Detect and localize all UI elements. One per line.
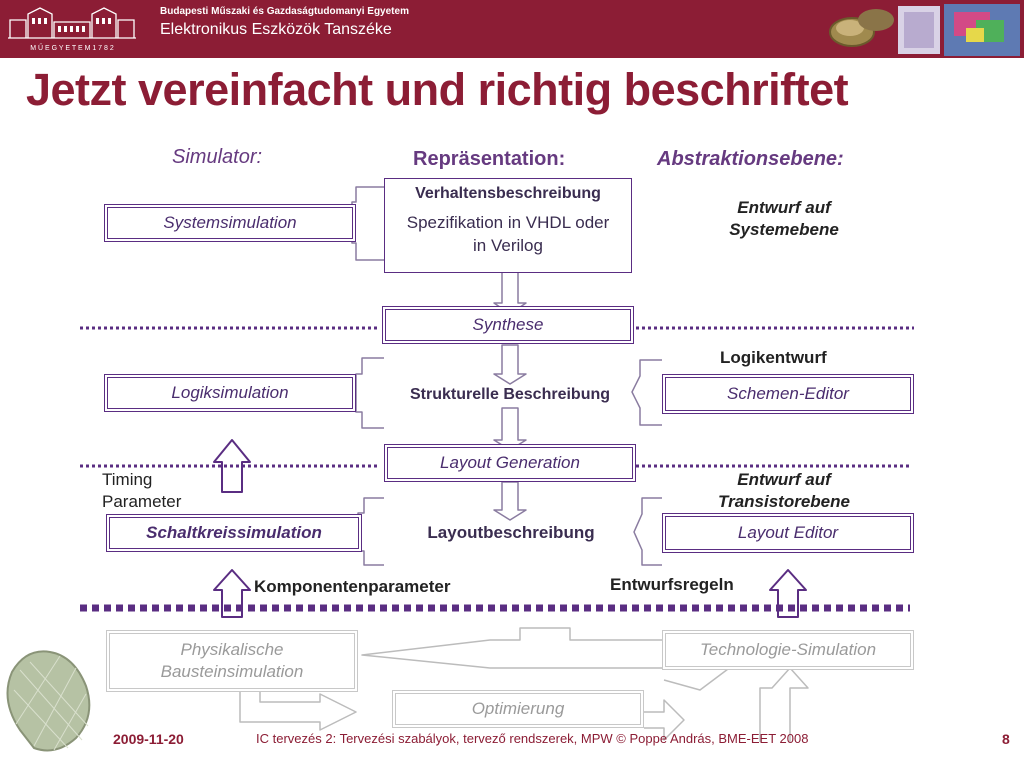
- footer-copyright: © Poppe András, BME-EET 2008: [616, 731, 809, 746]
- logic-design-label: Logikentwurf: [720, 348, 827, 367]
- behavior-spec: Spezifikation in VHDL oder in Verilog: [406, 213, 610, 255]
- component-parameters-label: Komponentenparameter: [254, 577, 451, 596]
- grey-arrow-from-optimization: [644, 699, 685, 741]
- footer-date: 2009-11-20: [113, 731, 184, 747]
- layout-description-label: Layoutbeschreibung: [427, 523, 595, 542]
- page-number: 8: [1002, 731, 1010, 747]
- optimization-box[interactable]: Optimierung: [392, 690, 644, 728]
- behavior-title: Verhaltensbeschreibung: [415, 185, 601, 202]
- abstraction-column-header: Abstraktionsebene:: [657, 148, 844, 170]
- layout-editor-box[interactable]: Layout Editor: [662, 513, 914, 553]
- down-arrow-2: [493, 344, 527, 385]
- arrow-from-layout-editor: [633, 497, 662, 566]
- timing-parameter-label: Timing Parameter: [102, 470, 182, 511]
- footer-course: IC tervezés 2: Tervezési szabályok, terv…: [256, 731, 808, 746]
- grey-arrow-to-optimization: [239, 692, 357, 731]
- header-bar: M Ű E G Y E T E M 1 7 8 2 Budapesti Műsz…: [0, 0, 1024, 58]
- design-rules-label: Entwurfsregeln: [610, 575, 734, 594]
- page-title: Jetzt vereinfacht und richtig beschrifte…: [26, 64, 849, 115]
- arrow-to-logic-sim: [355, 357, 384, 429]
- representation-column-header: Repräsentation:: [413, 148, 566, 170]
- simulator-column-header: Simulator:: [172, 146, 263, 168]
- system-level-label: Entwurf auf Systemebene: [729, 198, 839, 239]
- synthesis-box[interactable]: Synthese: [382, 306, 634, 344]
- university-building-logo: M Ű E G Y E T E M 1 7 8 2: [8, 7, 136, 52]
- university-name: Budapesti Műszaki és Gazdaságtudomanyi E…: [160, 6, 409, 17]
- transistor-level-label: Entwurf auf Transistorebene: [718, 470, 850, 511]
- wafer-chip-images: [829, 4, 1020, 56]
- logo-text: M Ű E G Y E T E M 1 7 8 2: [30, 43, 114, 52]
- physical-simulation-box[interactable]: Physikalische Bausteinsimulation: [106, 630, 358, 692]
- schematic-editor-box[interactable]: Schemen-Editor: [662, 374, 914, 414]
- structural-description-label: Strukturelle Beschreibung: [409, 386, 611, 403]
- department-name: Elektronikus Eszközök Tanszéke: [160, 21, 392, 38]
- behavior-description-box[interactable]: Verhaltensbeschreibung Spezifikation in …: [384, 178, 632, 273]
- footer-course-title: IC tervezés 2: Tervezési szabályok, terv…: [256, 731, 613, 746]
- logic-simulation-box[interactable]: Logiksimulation: [104, 374, 356, 412]
- arrow-to-system-sim: [351, 186, 384, 261]
- technology-simulation-box[interactable]: Technologie-Simulation: [662, 630, 914, 670]
- wafer-image: [6, 650, 91, 752]
- arrow-from-schematic-editor: [631, 359, 662, 426]
- layout-generation-box[interactable]: Layout Generation: [384, 444, 636, 482]
- component-param-up-arrow: [213, 569, 251, 618]
- system-simulation-box[interactable]: Systemsimulation: [104, 204, 356, 242]
- circuit-simulation-box[interactable]: Schaltkreissimulation: [106, 514, 362, 552]
- down-arrow-4: [493, 481, 527, 521]
